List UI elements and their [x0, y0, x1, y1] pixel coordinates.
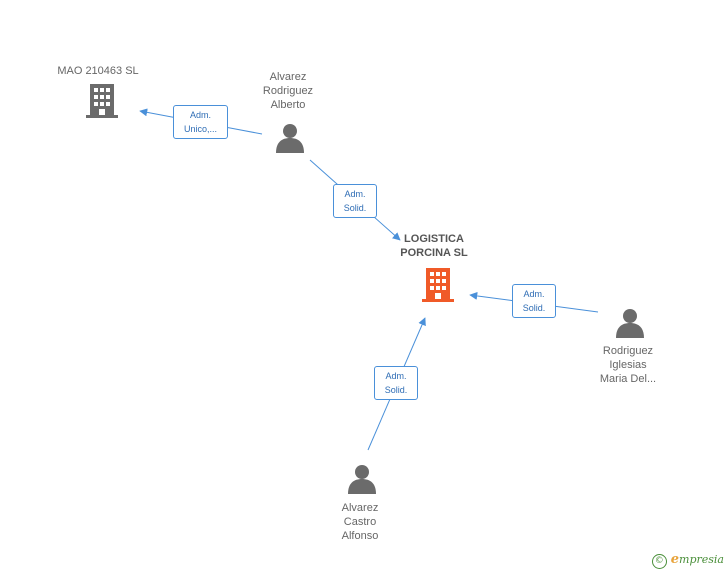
label-line: Alberto: [270, 99, 306, 111]
edge-label-line: Solid.: [343, 203, 367, 213]
node-label-mao: MAO 210463 SL: [48, 64, 148, 78]
edge-label-alfonso-logistica[interactable]: Adm. Solid.: [374, 366, 418, 400]
edge-label-line: Solid.: [522, 303, 546, 313]
edge-label-alberto-logistica[interactable]: Adm. Solid.: [333, 184, 377, 218]
edge-label-alberto-mao[interactable]: Adm. Unico,...: [173, 105, 228, 139]
node-label-alfonso: Alvarez Castro Alfonso: [310, 501, 410, 543]
building-icon[interactable]: [422, 268, 454, 302]
copyright-icon: ©: [651, 554, 667, 569]
label-line: Maria Del...: [599, 373, 657, 385]
label-line: Alvarez: [269, 71, 307, 83]
person-icon[interactable]: [276, 124, 304, 153]
label-line: LOGISTICA: [404, 233, 464, 245]
node-label-logistica: LOGISTICA PORCINA SL: [384, 232, 484, 260]
edge-label-line: Adm.: [385, 371, 407, 381]
label-line: PORCINA SL: [400, 247, 468, 259]
edge-label-line: Adm.: [189, 110, 211, 120]
building-icon[interactable]: [86, 84, 118, 118]
label-line: Iglesias: [609, 359, 647, 371]
person-icon[interactable]: [616, 309, 644, 338]
label-line: Castro: [343, 516, 377, 528]
label-line: Rodriguez: [262, 85, 314, 97]
label-line: Alfonso: [341, 530, 379, 542]
label-line: Alvarez: [341, 502, 379, 514]
brand-name: mpresia: [679, 553, 724, 566]
node-label-maria: Rodriguez Iglesias Maria Del...: [578, 344, 678, 386]
label-line: Rodriguez: [602, 345, 654, 357]
edge-label-line: Unico,...: [183, 124, 217, 134]
edge-label-maria-logistica[interactable]: Adm. Solid.: [512, 284, 556, 318]
brand-logo: ©empresia: [651, 552, 724, 569]
person-icon[interactable]: [348, 465, 376, 494]
edge-label-line: Solid.: [384, 385, 408, 395]
brand-initial: e: [670, 552, 680, 567]
edge-label-line: Adm.: [523, 289, 545, 299]
edge-label-line: Adm.: [344, 189, 366, 199]
node-label-alberto: Alvarez Rodriguez Alberto: [238, 70, 338, 112]
label-line: MAO 210463 SL: [57, 65, 139, 77]
